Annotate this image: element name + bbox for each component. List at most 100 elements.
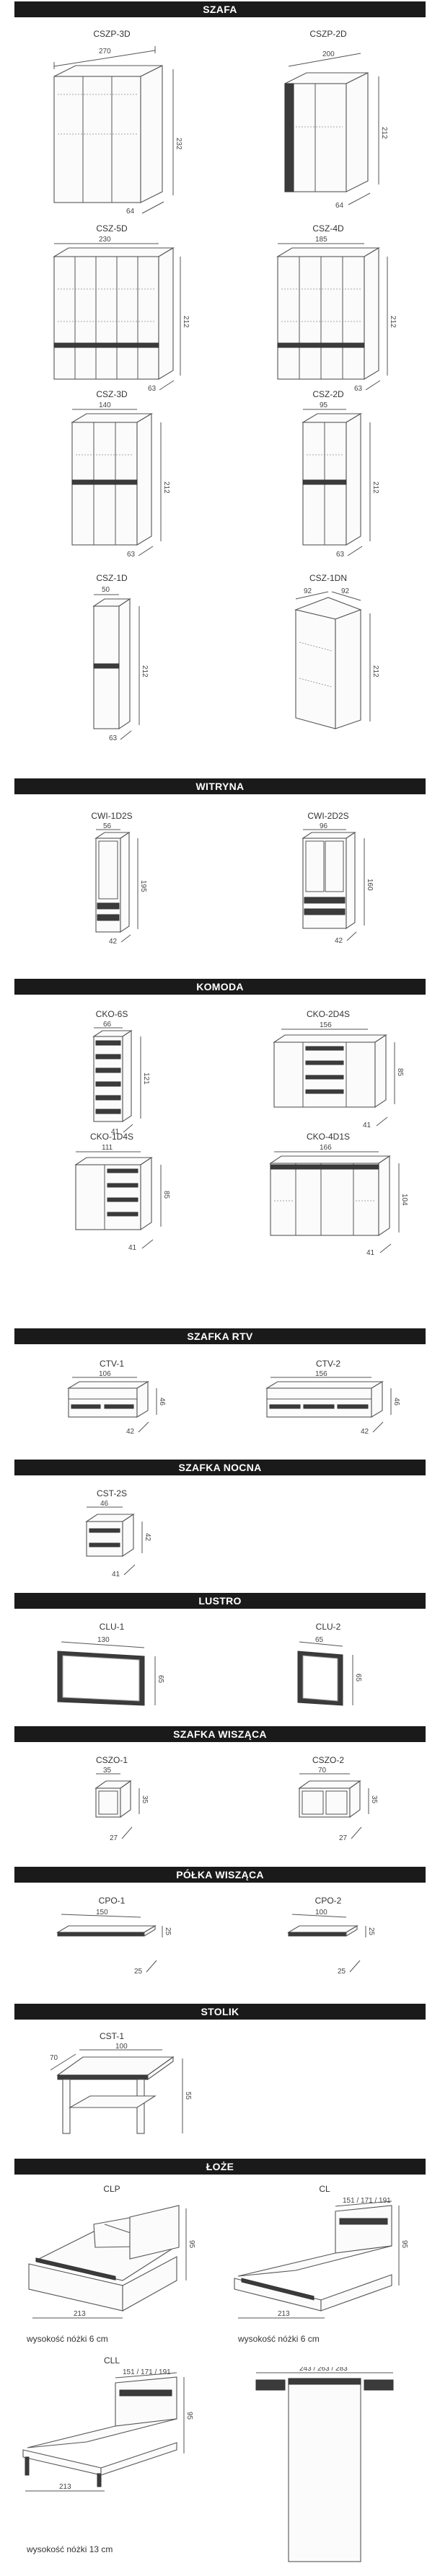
tv-cabinet-drawing: 106 46 42 <box>67 1370 166 1435</box>
section-title: LUSTRO <box>198 1595 242 1607</box>
product-cwi-1d2s: CWI-1D2S 56 195 42 <box>14 811 209 945</box>
product-code: CKO-6S <box>95 1009 128 1019</box>
product-code <box>227 2355 422 2367</box>
width-label: 156 <box>320 1021 332 1029</box>
height-label: 95 <box>185 2412 193 2420</box>
product-code: CSZ-3D <box>96 389 128 399</box>
product-code: CSZ-4D <box>312 223 344 234</box>
height-label: 212 <box>141 665 149 678</box>
product-code: CTV-2 <box>315 1359 340 1369</box>
width-label: 50 <box>102 586 110 594</box>
width-label: 243 / 263 / 283 <box>299 2367 348 2373</box>
height-label: 65 <box>157 1675 164 1684</box>
width-label: 200 <box>322 50 335 58</box>
product-code: CKO-4D1S <box>306 1132 351 1142</box>
section-header-szafa: SZAFA <box>14 1 426 17</box>
height-label: 121 <box>142 1072 150 1085</box>
width-label: 56 <box>103 822 112 830</box>
section-header-stolik: STOLIK <box>14 2004 426 2020</box>
width-label: 66 <box>103 1021 112 1029</box>
width-label: 151 / 171 / 191 <box>123 2368 171 2376</box>
section-header-polka: PÓŁKA WISZĄCA <box>14 1867 426 1883</box>
depth-label: 42 <box>109 938 118 945</box>
product-clu-1: CLU-1 130 65 <box>14 1622 209 1713</box>
shelf-drawing: 150 25 25 <box>56 1909 172 1976</box>
width-label: 185 <box>315 236 327 244</box>
product-cpo-1: CPO-1 150 25 25 <box>14 1896 209 1979</box>
height-label: 42 <box>144 1533 151 1542</box>
height-label: 104 <box>400 1194 408 1206</box>
section-header-rtv: SZAFKA RTV <box>14 1328 426 1344</box>
product-code: CPO-1 <box>98 1896 126 1906</box>
width-label: 100 <box>115 2043 128 2051</box>
height-label: 95 <box>188 2240 195 2249</box>
width-label: 140 <box>99 401 111 409</box>
section-header-loze: ŁOŻE <box>14 2159 426 2175</box>
width-label: 111 <box>102 1144 113 1152</box>
product-code: CSZO-1 <box>95 1755 128 1765</box>
depth-label: 25 <box>134 1968 143 1976</box>
wardrobe-drawing: 230 212 63 <box>53 236 190 393</box>
chest-drawing: 66 121 41 <box>92 1021 150 1136</box>
height-label: 212 <box>389 316 397 328</box>
product-code: CSZ-1DN <box>309 573 347 583</box>
depth-label: 41 <box>112 1571 120 1578</box>
width-label: 156 <box>315 1370 327 1378</box>
product-code: CLU-1 <box>99 1622 125 1632</box>
wardrobe-drawing: 95 212 63 <box>302 401 379 559</box>
product-cst-1: CST-1 100 70 55 <box>14 2031 209 2151</box>
section-title: SZAFKA WISZĄCA <box>173 1728 267 1740</box>
depth-label: 41 <box>363 1122 371 1129</box>
section-header-nocna: SZAFKA NOCNA <box>14 1460 426 1475</box>
height-label: 195 <box>139 880 147 892</box>
depth-label: 42 <box>126 1428 135 1435</box>
width-label: 166 <box>320 1144 332 1152</box>
depth-label: 27 <box>339 1834 348 1842</box>
mirror-drawing: 130 65 <box>57 1636 164 1706</box>
width-label: 230 <box>99 236 111 244</box>
width2-label: 92 <box>341 587 350 595</box>
product-ctv-1: CTV-1 106 46 42 <box>14 1359 209 1435</box>
mirror-drawing: 65 65 <box>297 1636 362 1706</box>
depth-label: 41 <box>366 1249 375 1257</box>
width-label: 35 <box>103 1767 112 1775</box>
depth-label: 63 <box>127 551 136 559</box>
product-code: CSZP-3D <box>93 29 131 39</box>
product-csz-1dn: CSZ-1DN 92 92 212 <box>231 573 426 743</box>
width-label: 96 <box>320 822 328 830</box>
width-label: 151 / 171 / 191 <box>343 2197 391 2205</box>
length-label: 213 <box>278 2310 290 2318</box>
leg-height-note: wysokość nóżki 6 cm <box>27 2334 108 2344</box>
wardrobe-drawing: 185 212 63 <box>276 236 397 393</box>
bed-top-view-drawing: 243 / 263 / 283 <box>255 2367 394 2562</box>
section-title: SZAFKA RTV <box>187 1331 253 1342</box>
length-label: 213 <box>74 2310 86 2318</box>
height-label: 212 <box>162 481 170 494</box>
height-label: 46 <box>392 1398 400 1406</box>
product-cszp-3d: CSZP-3D 270 232 64 <box>14 29 209 221</box>
height-label: 35 <box>141 1795 149 1804</box>
product-cszo-2: CSZO-2 70 35 27 <box>231 1755 426 1846</box>
depth-label: 41 <box>111 1128 120 1136</box>
depth-label: 64 <box>126 208 135 216</box>
depth-label: 64 <box>335 202 344 210</box>
product-cpo-2: CPO-2 100 25 25 <box>231 1896 426 1979</box>
depth-label: 42 <box>361 1428 369 1435</box>
product-csz-4d: CSZ-4D 185 212 63 <box>231 223 426 394</box>
product-clu-2: CLU-2 65 65 <box>231 1622 426 1713</box>
width-label: 270 <box>99 48 111 55</box>
tv-cabinet-drawing: 156 46 42 <box>265 1370 400 1435</box>
chest-drawing: 166 104 41 <box>269 1144 408 1257</box>
height-label: 212 <box>182 316 190 328</box>
nightstand-drawing: 46 42 41 <box>85 1500 151 1578</box>
section-title: STOLIK <box>201 2006 239 2017</box>
product-csz-1d: CSZ-1D 50 212 63 <box>14 573 209 743</box>
product-code: CLP <box>103 2184 120 2194</box>
bed-drawing: 151 / 171 / 191 95 213 <box>234 2197 408 2319</box>
width-label: 106 <box>99 1370 111 1378</box>
coffee-table-drawing: 100 70 55 <box>50 2043 192 2134</box>
product-code: CKO-2D4S <box>306 1009 351 1019</box>
section-header-lustro: LUSTRO <box>14 1593 426 1609</box>
wardrobe-drawing: 200 212 64 <box>284 50 388 210</box>
product-code: CL <box>319 2184 330 2194</box>
